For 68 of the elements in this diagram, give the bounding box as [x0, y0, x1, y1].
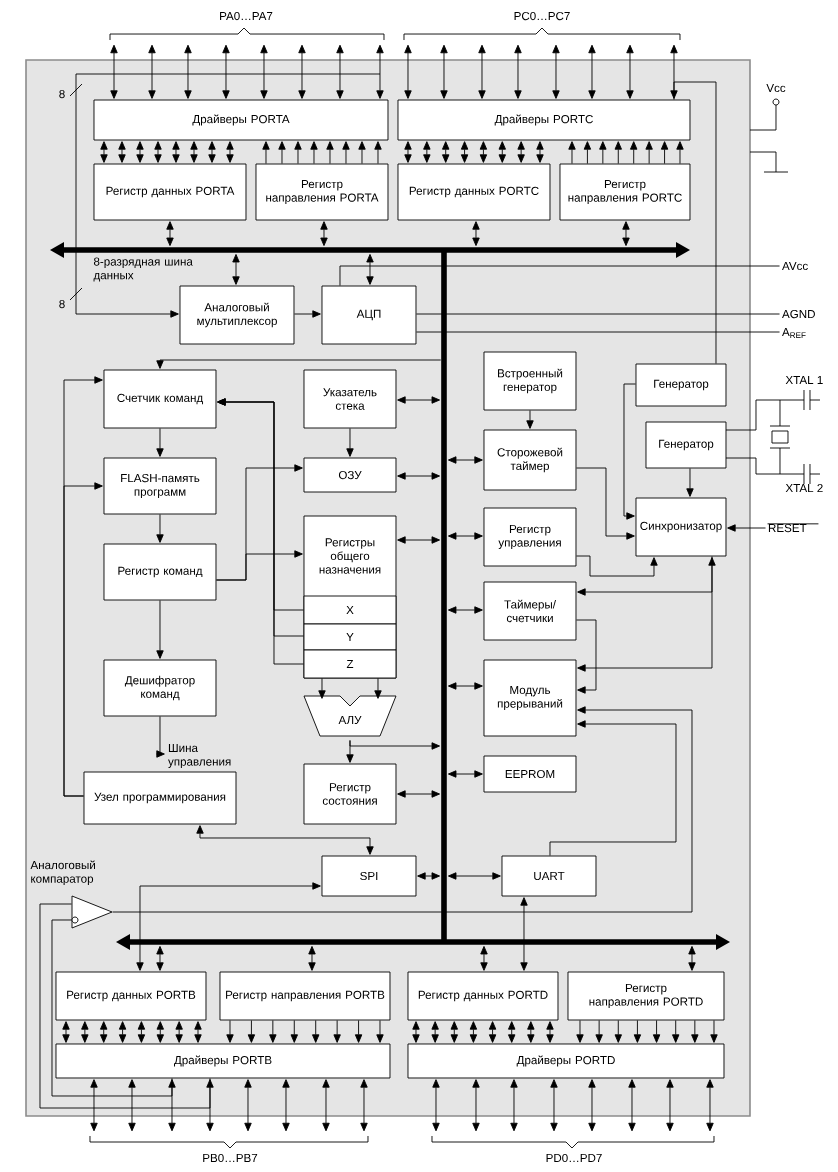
arrow [346, 428, 354, 457]
arrow [318, 678, 382, 699]
arrow [576, 555, 658, 577]
arrow [447, 532, 483, 540]
arrow [576, 619, 597, 694]
arrow [577, 556, 713, 672]
arrow [308, 945, 316, 971]
arrow [62, 1021, 202, 1043]
arrow [727, 524, 766, 532]
arrow [397, 536, 440, 544]
arrow [112, 706, 693, 913]
connector-line [39, 903, 211, 1109]
arrow [404, 141, 544, 163]
arrow [349, 740, 440, 750]
arrow [622, 221, 630, 247]
data-bus [50, 242, 690, 258]
arrow [623, 383, 636, 520]
connector-line [416, 331, 780, 333]
arrow [447, 770, 483, 778]
arrow [417, 872, 440, 880]
arrow [447, 682, 483, 690]
comparator-triangle [71, 895, 113, 929]
connector-line [673, 81, 717, 364]
arrow [576, 1020, 718, 1043]
arrow [156, 359, 442, 369]
arrow [520, 897, 528, 971]
connector-line [416, 313, 780, 315]
arrow [196, 825, 374, 855]
arrow [412, 1021, 554, 1043]
arrow [480, 945, 488, 971]
arrow [156, 716, 165, 758]
arrow [156, 514, 164, 543]
arrow [447, 872, 501, 880]
arrow [472, 221, 480, 247]
arrow [156, 428, 164, 457]
arrow [226, 1020, 384, 1043]
arrow [136, 882, 321, 971]
arrow [156, 945, 164, 971]
arrow [577, 557, 716, 596]
arrow [397, 472, 440, 480]
connector-line [339, 265, 780, 286]
arrow [568, 141, 684, 164]
arrow [216, 550, 303, 581]
arrow [404, 44, 678, 99]
data-bus [116, 934, 730, 950]
arrow [110, 44, 384, 99]
arrow [262, 141, 382, 164]
arrow [447, 456, 483, 464]
arrow [294, 310, 321, 318]
arrow [75, 73, 381, 318]
arrow [232, 254, 240, 285]
arrow [432, 1079, 714, 1132]
arrow [320, 221, 328, 247]
arrow [576, 467, 635, 540]
arrow [447, 606, 483, 614]
arrow [90, 1079, 368, 1132]
arrow [100, 141, 234, 163]
arrow [397, 396, 440, 404]
arrow [549, 720, 677, 856]
arrow [366, 254, 374, 285]
arrow [688, 945, 696, 971]
arrow [63, 482, 103, 797]
arrow [156, 600, 164, 659]
arrow [526, 410, 534, 429]
arrow [166, 221, 174, 247]
connector-line [51, 919, 173, 1097]
arrow [397, 790, 440, 798]
arrow [686, 468, 694, 497]
